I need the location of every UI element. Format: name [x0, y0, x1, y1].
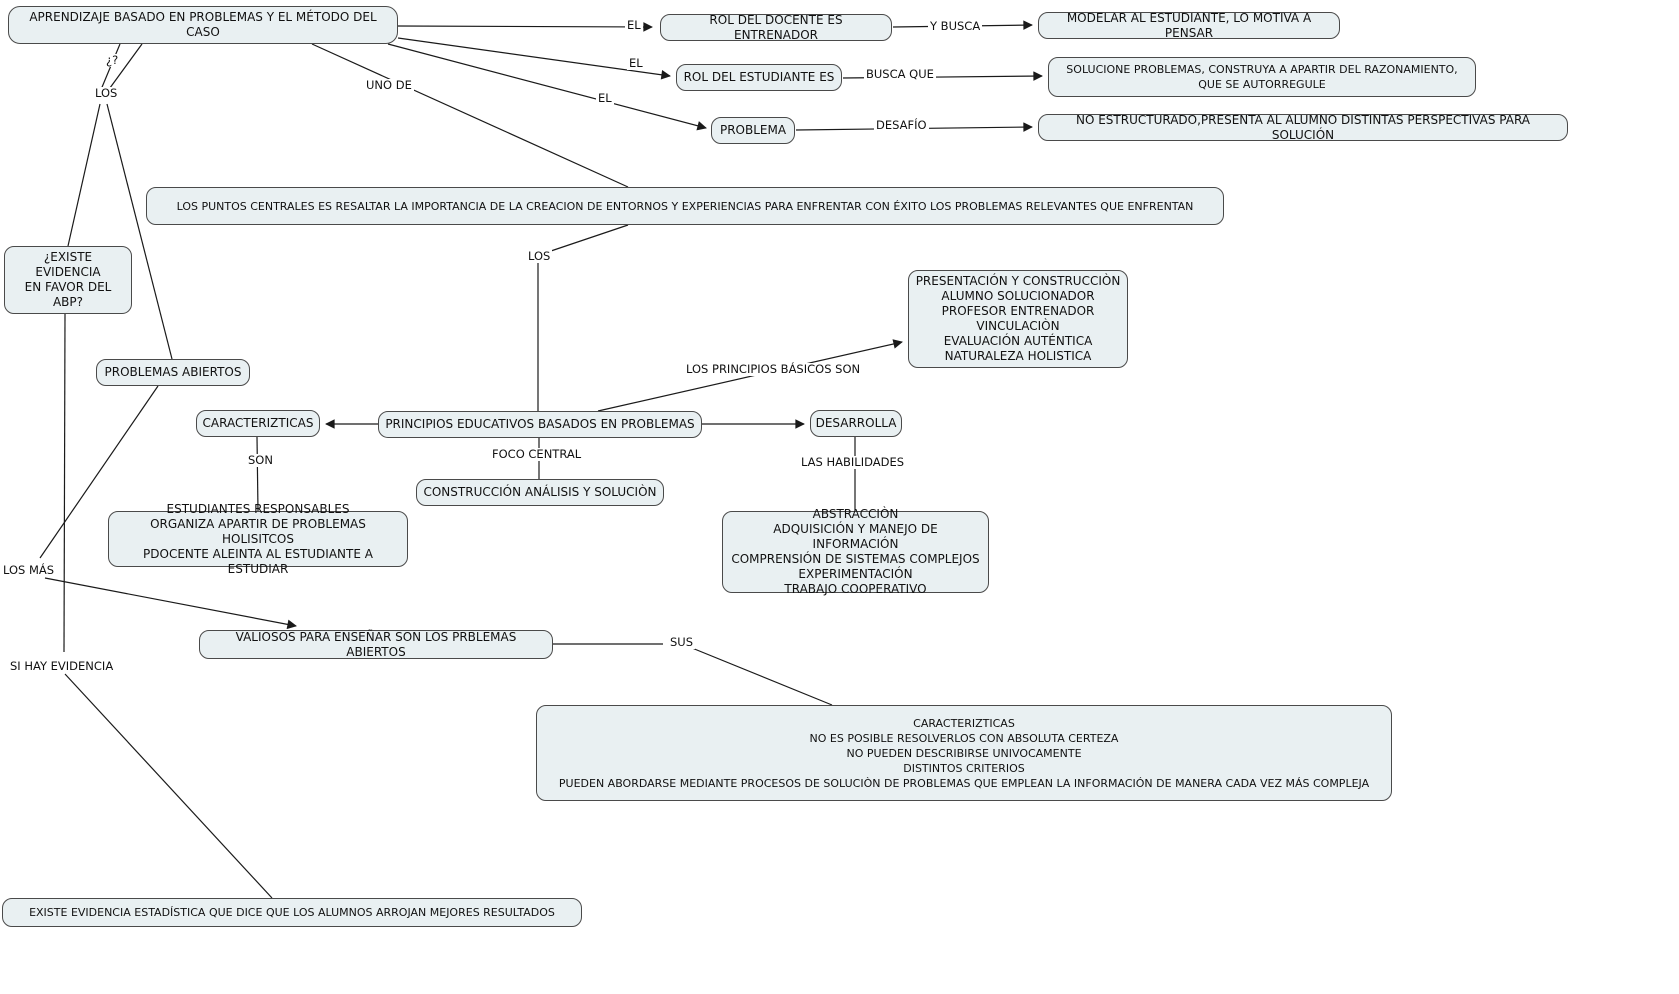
edge-sus-caract-grandes	[691, 647, 833, 706]
node-modelar-estudiante[interactable]: MODELAR AL ESTUDIANTE, LO MOTIVA A PENSA…	[1038, 11, 1340, 40]
node-no-estructurado[interactable]: NO ESTRUCTURADO,PRESENTA AL ALUMNO DISTI…	[1038, 113, 1568, 142]
edge-title-los-a	[99, 43, 121, 93]
link-label-el-3[interactable]: EL	[596, 91, 614, 105]
node-valiosos-ensenar[interactable]: VALIOSOS PARA ENSEÑAR SON LOS PRBLEMAS A…	[199, 630, 553, 659]
node-construccion-analisis[interactable]: CONSTRUCCIÓN ANÁLISIS Y SOLUCIÒN	[416, 479, 664, 506]
edge-existe-si-hay	[63, 313, 66, 653]
link-label-interrogacion[interactable]: ¿?	[104, 53, 121, 67]
node-caracterizticas[interactable]: CARACTERIZTICAS	[196, 410, 320, 437]
link-label-las-habilidades[interactable]: LAS HABILIDADES	[799, 455, 907, 469]
link-label-busca-que[interactable]: BUSCA QUE	[864, 67, 936, 81]
link-label-el-1[interactable]: EL	[625, 18, 643, 32]
link-label-son[interactable]: SON	[246, 453, 275, 467]
node-presentacion-principios[interactable]: PRESENTACIÓN Y CONSTRUCCIÒN ALUMNO SOLUC…	[908, 270, 1128, 368]
link-label-y-busca[interactable]: Y BUSCA	[928, 19, 983, 33]
link-label-desafio[interactable]: DESAFÍO	[874, 118, 929, 132]
node-solucione-problemas[interactable]: SOLUCIONE PROBLEMAS, CONSTRUYA A APARTIR…	[1048, 57, 1476, 97]
link-label-los-2[interactable]: LOS	[526, 249, 553, 263]
node-caracterizticas-problemas[interactable]: CARACTERIZTICAS NO ES POSIBLE RESOLVERLO…	[536, 705, 1392, 801]
edge-los-existe-evidencia	[67, 103, 101, 247]
link-label-si-hay-evidencia[interactable]: SI HAY EVIDENCIA	[8, 659, 116, 673]
edge-principios-presentacion	[597, 339, 903, 412]
link-label-uno-de[interactable]: UNO DE	[364, 78, 414, 92]
edge-los-mas-valiosos	[44, 577, 297, 630]
edge-si-hay-estadistica	[64, 673, 273, 899]
node-existe-evidencia-abp[interactable]: ¿EXISTE EVIDENCIA EN FAVOR DEL ABP?	[4, 246, 132, 314]
node-aprendizaje-titulo[interactable]: APRENDIZAJE BASADO EN PROBLEMAS Y EL MÉT…	[8, 6, 398, 44]
node-evidencia-estadistica[interactable]: EXISTE EVIDENCIA ESTADÍSTICA QUE DICE QU…	[2, 898, 582, 927]
edge-caracterizticas-estudiantes	[256, 436, 259, 512]
edge-title-rol-docente	[397, 22, 653, 32]
link-label-el-2[interactable]: EL	[627, 56, 645, 70]
edge-title-los-b	[106, 43, 143, 93]
edge-title-puntos-centrales	[311, 43, 629, 188]
link-label-los-mas[interactable]: LOS MÁS	[1, 563, 57, 577]
node-desarrolla[interactable]: DESARROLLA	[810, 410, 902, 437]
node-habilidades-abstraccion[interactable]: ABSTRACCIÒN ADQUISICIÓN Y MANEJO DE INFO…	[722, 507, 989, 596]
node-problemas-abiertos[interactable]: PROBLEMAS ABIERTOS	[96, 359, 250, 386]
edge-los-problemas-abiertos	[106, 103, 173, 360]
link-label-los-1[interactable]: LOS	[93, 86, 120, 100]
node-estudiantes-responsables[interactable]: ESTUDIANTES RESPONSABLES ORGANIZA APARTI…	[108, 502, 408, 576]
link-label-sus[interactable]: SUS	[668, 635, 696, 649]
link-label-foco-central[interactable]: FOCO CENTRAL	[490, 447, 584, 461]
node-principios-educativos[interactable]: PRINCIPIOS EDUCATIVOS BASADOS EN PROBLEM…	[378, 411, 702, 438]
node-problema[interactable]: PROBLEMA	[711, 117, 795, 144]
node-rol-docente[interactable]: ROL DEL DOCENTE ES ENTRENADOR	[660, 13, 892, 42]
edge-abiertos-los-mas	[39, 385, 159, 559]
link-label-principios-basicos[interactable]: LOS PRINCIPIOS BÁSICOS SON	[684, 362, 863, 376]
edge-puntos-los2	[541, 224, 629, 255]
edge-title-rol-estudiante	[397, 37, 671, 80]
edge-title-problema	[387, 43, 707, 131]
node-puntos-centrales[interactable]: LOS PUNTOS CENTRALES ES RESALTAR LA IMPO…	[146, 187, 1224, 225]
node-rol-estudiante[interactable]: ROL DEL ESTUDIANTE ES	[676, 64, 842, 91]
